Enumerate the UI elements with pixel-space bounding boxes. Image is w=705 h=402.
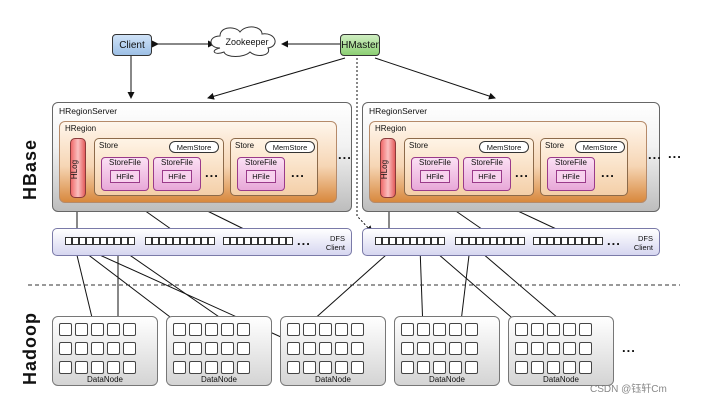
dfs-label-line1: DFS	[638, 234, 653, 243]
memstore: MemStore	[169, 141, 219, 153]
region-server-title: HRegionServer	[369, 106, 428, 116]
datanode-blocks	[515, 323, 592, 374]
hregion-title: HRegion	[375, 124, 407, 133]
datanode-label: DataNode	[86, 375, 124, 384]
watermark: CSDN @钰轩Cm	[590, 384, 667, 395]
storefile: StoreFile HFile	[547, 157, 595, 191]
region-server-1: HRegionServer HRegion HLog Store MemStor…	[52, 102, 352, 212]
datanode-ellipsis: ...	[622, 340, 636, 355]
storefile-label: StoreFile	[470, 158, 503, 167]
dfs-block-group	[375, 237, 445, 245]
zookeeper-label: Zookeeper	[225, 37, 269, 47]
region-server-ellipsis: ...	[668, 146, 682, 161]
region-server-title: HRegionServer	[59, 106, 118, 116]
dfs-client-2: ... DFS Client	[362, 228, 660, 256]
dfs-block-group	[223, 237, 293, 245]
datanode-label: DataNode	[428, 375, 466, 384]
store: Store MemStore StoreFile HFile StoreFile…	[94, 138, 224, 196]
store: Store MemStore StoreFile HFile ...	[230, 138, 318, 196]
hlog: HLog	[70, 138, 86, 198]
storefile-ellipsis: ...	[291, 165, 305, 180]
storefile: StoreFile HFile	[153, 157, 201, 191]
store-ellipsis: ...	[648, 147, 662, 162]
hregion-title: HRegion	[65, 124, 97, 133]
hlog-label: HLog	[380, 159, 390, 180]
dfs-label-line1: DFS	[330, 234, 345, 243]
zookeeper-cloud	[210, 26, 276, 57]
hbase-label: HBase	[20, 138, 40, 200]
storefile-label: StoreFile	[108, 158, 141, 167]
storefile-ellipsis: ...	[601, 165, 615, 180]
storefile-label: StoreFile	[160, 158, 193, 167]
datanode-blocks	[59, 323, 136, 374]
client-node: Client	[112, 34, 152, 56]
storefile: StoreFile HFile	[101, 157, 149, 191]
datanode-label: DataNode	[314, 375, 352, 384]
hfile: HFile	[246, 170, 276, 183]
storefile: StoreFile HFile	[463, 157, 511, 191]
store: Store MemStore StoreFile HFile ...	[540, 138, 628, 196]
hfile: HFile	[110, 170, 140, 183]
storefile-label: StoreFile	[244, 158, 277, 167]
datanode: DataNode	[280, 316, 386, 386]
datanode-blocks	[173, 323, 250, 374]
dfs-client-1: ... DFS Client	[52, 228, 352, 256]
hmaster-dashed-link	[356, 58, 373, 233]
store-title: Store	[409, 141, 429, 150]
hfile: HFile	[556, 170, 586, 183]
storefile-label: StoreFile	[554, 158, 587, 167]
storefile: StoreFile HFile	[237, 157, 285, 191]
hfile: HFile	[472, 170, 502, 183]
dfs-block-group	[145, 237, 215, 245]
storefile: StoreFile HFile	[411, 157, 459, 191]
store-ellipsis: ...	[338, 147, 352, 162]
store-title: Store	[545, 141, 565, 150]
hmaster-label: HMaster	[341, 40, 379, 51]
hmaster-node: HMaster	[340, 34, 380, 56]
hadoop-label: Hadoop	[20, 312, 40, 385]
datanode: DataNode	[508, 316, 614, 386]
datanode: DataNode	[394, 316, 500, 386]
storefile-ellipsis: ...	[515, 165, 529, 180]
memstore: MemStore	[575, 141, 625, 153]
dfs-label-line2: Client	[325, 243, 345, 252]
datanode: DataNode	[166, 316, 272, 386]
datanode-label: DataNode	[542, 375, 580, 384]
datanode-blocks	[401, 323, 478, 374]
hmaster-rs2-link	[374, 57, 496, 100]
store: Store MemStore StoreFile HFile StoreFile…	[404, 138, 534, 196]
dfs-client-label: DFS Client	[634, 234, 653, 252]
memstore: MemStore	[479, 141, 529, 153]
hfile: HFile	[162, 170, 192, 183]
dfs-block-group	[533, 237, 603, 245]
storefile-label: StoreFile	[418, 158, 451, 167]
dfs-block-group	[455, 237, 525, 245]
dfs-ellipsis: ...	[297, 233, 311, 248]
region-server-2: HRegionServer HRegion HLog Store MemStor…	[362, 102, 662, 212]
hlog: HLog	[380, 138, 396, 198]
storefile-ellipsis: ...	[205, 165, 219, 180]
dfs-block-group	[65, 237, 135, 245]
datanode-label: DataNode	[200, 375, 238, 384]
hregion: HRegion HLog Store MemStore StoreFile HF…	[369, 121, 647, 203]
store-title: Store	[235, 141, 255, 150]
hmaster-rs1-link	[207, 57, 346, 100]
dfs-ellipsis: ...	[607, 233, 621, 248]
client-label: Client	[119, 40, 145, 51]
hlog-label: HLog	[70, 159, 80, 180]
datanode: DataNode	[52, 316, 158, 386]
hregion: HRegion HLog Store MemStore StoreFile HF…	[59, 121, 337, 203]
memstore: MemStore	[265, 141, 315, 153]
dfs-label-line2: Client	[633, 243, 653, 252]
store-title: Store	[99, 141, 119, 150]
dfs-client-label: DFS Client	[326, 234, 345, 252]
hfile: HFile	[420, 170, 450, 183]
datanode-blocks	[287, 323, 364, 374]
